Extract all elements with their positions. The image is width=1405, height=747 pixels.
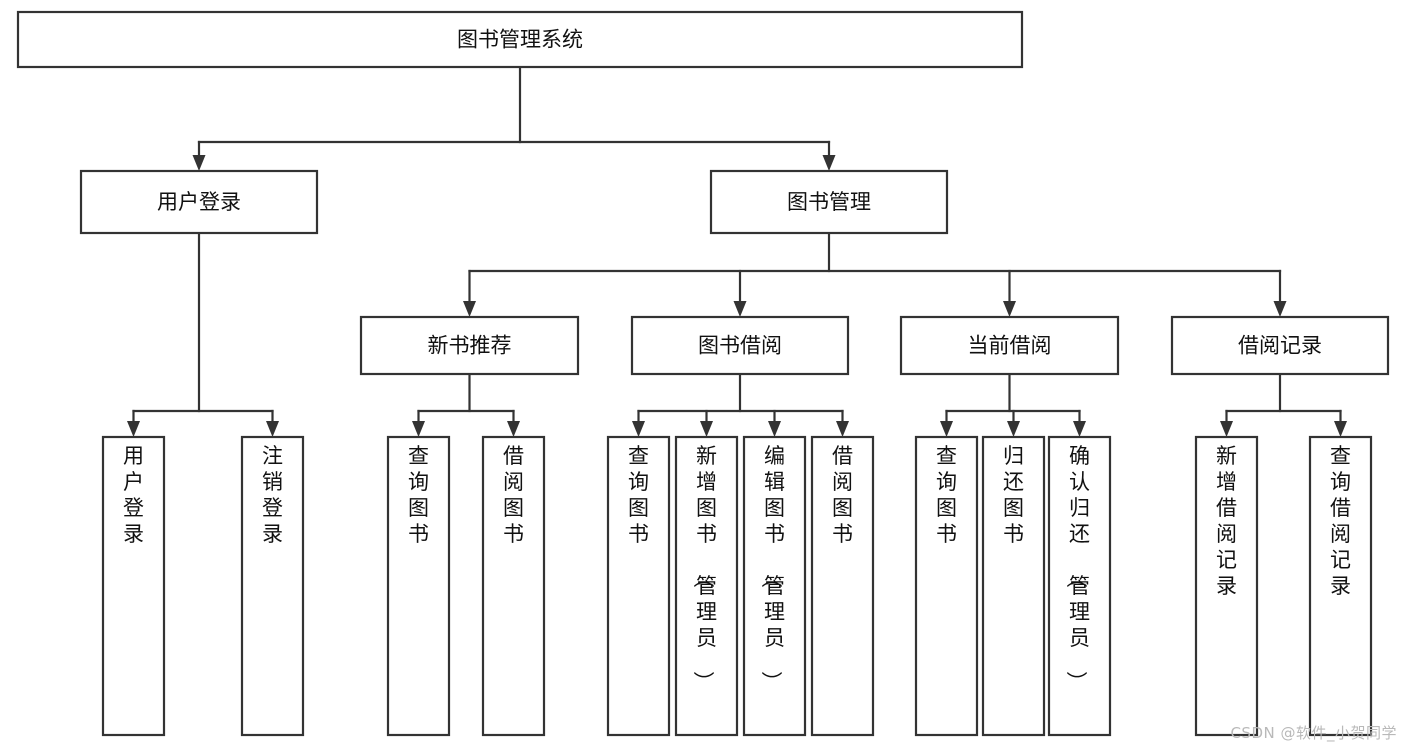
node-label-book-manage: 图书管理: [787, 190, 871, 214]
node-leaf-return-book[interactable]: 归还图书: [981, 435, 1046, 737]
node-book-manage[interactable]: 图书管理: [709, 169, 949, 235]
arrow-head-icon: [1073, 421, 1086, 437]
node-label-leaf-query-book-cur: 查询图书: [936, 444, 957, 546]
arrow-head-icon: [822, 155, 836, 171]
node-leaf-add-record[interactable]: 新增借阅记录: [1194, 435, 1259, 737]
node-box-book-manage: [709, 169, 949, 235]
node-label-user-login: 用户登录: [157, 190, 241, 214]
node-label-leaf-user-login: 用户登录: [123, 444, 144, 546]
arrow-head-icon: [507, 421, 520, 437]
arrow-head-icon: [266, 421, 279, 437]
node-label-leaf-borrow-book-rec: 借阅图书: [503, 444, 524, 546]
arrow-head-icon: [463, 301, 476, 317]
node-leaf-edit-book[interactable]: 编辑图书（管理员）: [742, 435, 807, 737]
arrow-head-icon: [940, 421, 953, 437]
node-box-leaf-query-book-rec: [386, 435, 451, 737]
node-box-leaf-add-record: [1194, 435, 1259, 737]
node-label-new-book-recommend: 新书推荐: [428, 334, 512, 358]
connectors-layer: [127, 65, 1347, 437]
arrow-head-icon: [632, 421, 645, 437]
node-leaf-query-record[interactable]: 查询借阅记录: [1308, 435, 1373, 737]
arrow-head-icon: [127, 421, 140, 437]
node-leaf-borrow-book-rec[interactable]: 借阅图书: [481, 435, 546, 737]
node-box-user-login: [79, 169, 319, 235]
node-leaf-add-book[interactable]: 新增图书（管理员）: [674, 435, 739, 737]
node-box-leaf-edit-book: [742, 435, 807, 737]
arrow-head-icon: [733, 301, 747, 317]
node-box-leaf-confirm-return: [1047, 435, 1112, 737]
arrow-head-icon: [192, 155, 206, 171]
node-leaf-logout[interactable]: 注销登录: [240, 435, 305, 737]
node-box-leaf-borrow-book-rec: [481, 435, 546, 737]
node-label-leaf-return-book: 归还图书: [1003, 444, 1024, 546]
arrow-head-icon: [1334, 421, 1347, 437]
node-box-current-borrow: [899, 315, 1120, 376]
node-box-leaf-borrow-book: [810, 435, 875, 737]
node-label-book-borrow: 图书借阅: [698, 334, 782, 358]
arrow-head-icon: [1003, 301, 1016, 317]
arrow-head-icon: [700, 421, 713, 437]
node-label-leaf-add-record: 新增借阅记录: [1216, 444, 1237, 598]
nodes-layer: 图书管理系统用户登录图书管理新书推荐图书借阅当前借阅借阅记录用户登录注销登录查询…: [16, 10, 1390, 737]
node-leaf-user-login[interactable]: 用户登录: [101, 435, 166, 737]
node-new-book-recommend[interactable]: 新书推荐: [359, 315, 580, 376]
node-book-borrow[interactable]: 图书借阅: [630, 315, 850, 376]
node-user-login[interactable]: 用户登录: [79, 169, 319, 235]
node-leaf-confirm-return[interactable]: 确认归还（管理员）: [1047, 435, 1112, 737]
arrow-head-icon: [836, 421, 849, 437]
node-label-borrow-record: 借阅记录: [1238, 334, 1322, 358]
node-current-borrow[interactable]: 当前借阅: [899, 315, 1120, 376]
arrow-head-icon: [768, 421, 781, 437]
node-root[interactable]: 图书管理系统: [16, 10, 1024, 69]
node-leaf-query-book-borrow[interactable]: 查询图书: [606, 435, 671, 737]
node-box-leaf-return-book: [981, 435, 1046, 737]
node-leaf-borrow-book[interactable]: 借阅图书: [810, 435, 875, 737]
node-label-leaf-add-book: 新增图书（管理员）: [691, 444, 717, 692]
node-leaf-query-book-rec[interactable]: 查询图书: [386, 435, 451, 737]
node-box-leaf-add-book: [674, 435, 739, 737]
node-box-leaf-query-book-borrow: [606, 435, 671, 737]
arrow-head-icon: [412, 421, 425, 437]
node-box-leaf-user-login: [101, 435, 166, 737]
node-label-leaf-logout: 注销登录: [262, 444, 283, 546]
node-box-leaf-query-book-cur: [914, 435, 979, 737]
node-label-current-borrow: 当前借阅: [968, 334, 1052, 358]
node-label-root: 图书管理系统: [457, 28, 583, 52]
node-box-leaf-logout: [240, 435, 305, 737]
node-label-leaf-edit-book: 编辑图书（管理员）: [759, 444, 785, 692]
node-leaf-query-book-cur[interactable]: 查询图书: [914, 435, 979, 737]
node-box-book-borrow: [630, 315, 850, 376]
node-label-leaf-borrow-book: 借阅图书: [832, 444, 853, 546]
node-borrow-record[interactable]: 借阅记录: [1170, 315, 1390, 376]
node-label-leaf-query-record: 查询借阅记录: [1330, 444, 1351, 598]
node-label-leaf-query-book-rec: 查询图书: [408, 444, 429, 546]
node-box-root: [16, 10, 1024, 69]
node-label-leaf-query-book-borrow: 查询图书: [628, 444, 649, 546]
node-box-borrow-record: [1170, 315, 1390, 376]
node-label-leaf-confirm-return: 确认归还（管理员）: [1064, 444, 1090, 692]
arrow-head-icon: [1007, 421, 1020, 437]
node-box-leaf-query-record: [1308, 435, 1373, 737]
arrow-head-icon: [1220, 421, 1233, 437]
node-box-new-book-recommend: [359, 315, 580, 376]
arrow-head-icon: [1273, 301, 1287, 317]
